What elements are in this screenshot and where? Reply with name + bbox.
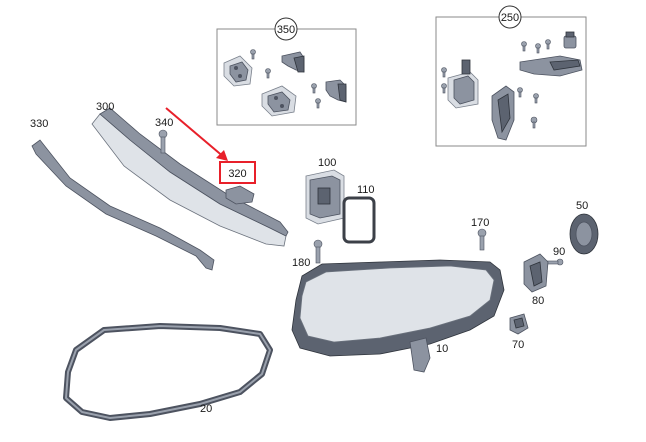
part-10[interactable]: 10 xyxy=(291,259,505,373)
part-300-label: 300 xyxy=(96,101,114,113)
pointer-arrow-line xyxy=(165,107,226,159)
part-20-inner xyxy=(65,325,271,419)
module-part xyxy=(447,59,479,109)
part-50-label: 50 xyxy=(576,200,588,212)
part-100[interactable]: 100 xyxy=(305,157,345,225)
part-170-label: 170 xyxy=(471,217,489,229)
part-180[interactable]: 180 xyxy=(292,239,323,269)
screw-part xyxy=(250,49,321,109)
part-320-label: 320 xyxy=(228,168,246,180)
part-20[interactable]: 20 xyxy=(63,323,273,421)
group-350-panel[interactable]: 350 xyxy=(216,17,357,126)
group-250-panel[interactable]: 250 xyxy=(435,5,587,147)
part-330-label: 330 xyxy=(30,118,48,130)
part-10-mount xyxy=(409,337,431,373)
part-90-label: 90 xyxy=(553,246,565,258)
part-300-housing xyxy=(99,107,289,237)
part-300[interactable]: 300 xyxy=(91,101,289,247)
part-20-label: 20 xyxy=(200,403,212,415)
part-20-outer xyxy=(63,323,273,421)
part-330[interactable]: 330 xyxy=(30,118,215,271)
part-340[interactable]: 340 xyxy=(155,117,173,154)
arm-part xyxy=(491,85,515,141)
part-70[interactable]: 70 xyxy=(509,313,529,351)
pointer-arrow-head xyxy=(216,150,228,161)
group-250-callout xyxy=(498,5,522,29)
group-350-label: 350 xyxy=(277,24,295,36)
part-110[interactable]: 110 xyxy=(342,184,376,244)
bracket-part xyxy=(325,79,347,103)
bracket-part xyxy=(223,55,253,87)
part-50[interactable]: 50 xyxy=(569,200,599,255)
cap-part xyxy=(563,31,577,49)
bracket-part xyxy=(261,85,297,117)
part-170[interactable]: 170 xyxy=(471,217,489,251)
part-90[interactable]: 90 xyxy=(545,246,565,266)
part-340-label: 340 xyxy=(155,117,173,129)
part-70-label: 70 xyxy=(512,339,524,351)
part-320[interactable]: 320 xyxy=(165,107,256,205)
part-80-label: 80 xyxy=(532,295,544,307)
part-320-highlight-box xyxy=(219,161,256,184)
part-10-lens xyxy=(299,265,495,343)
group-350-callout xyxy=(274,17,298,41)
part-10-label: 10 xyxy=(436,343,448,355)
part-80[interactable]: 80 xyxy=(523,253,549,307)
part-110-shape xyxy=(342,196,376,244)
part-110-label: 110 xyxy=(357,184,375,196)
part-330-shape xyxy=(31,139,215,271)
bracket-part xyxy=(519,55,583,77)
group-250-label: 250 xyxy=(501,12,519,24)
part-320-shape xyxy=(225,185,255,205)
screw-part xyxy=(441,39,551,129)
part-100-label: 100 xyxy=(318,157,336,169)
part-180-label: 180 xyxy=(292,257,310,269)
bracket-part xyxy=(281,51,305,73)
